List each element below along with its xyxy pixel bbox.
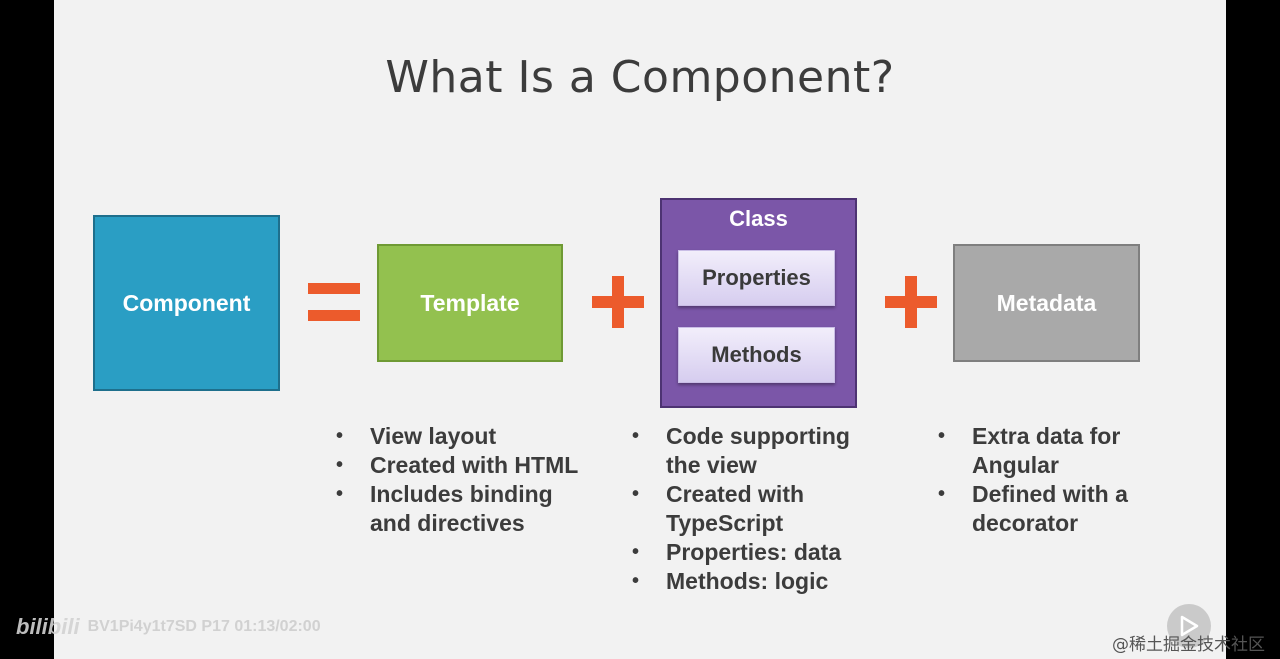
- properties-label: Properties: [702, 265, 811, 290]
- class-label: Class: [729, 206, 788, 231]
- list-item: Extra data for Angular: [938, 422, 1147, 480]
- list-item: Includes binding and directives: [336, 480, 570, 538]
- list-item: Created with HTML: [336, 451, 606, 480]
- play-icon[interactable]: [1167, 604, 1211, 648]
- slide-title: What Is a Component?: [385, 52, 895, 103]
- metadata-label: Metadata: [996, 289, 1097, 316]
- list-item: Methods: logic: [632, 567, 892, 596]
- methods-box: Methods: [678, 327, 835, 383]
- list-item: Created with TypeScript: [632, 480, 826, 538]
- metadata-box: Metadata: [953, 244, 1140, 362]
- plus-icon: [885, 276, 937, 328]
- video-watermark: bilibili BV1Pi4y1t7SD P17 01:13/02:00: [16, 614, 321, 640]
- video-info: BV1Pi4y1t7SD P17 01:13/02:00: [87, 618, 321, 635]
- class-bullets: Code supporting the view Created with Ty…: [632, 422, 892, 596]
- equals-icon: [308, 283, 360, 321]
- plus-icon: [592, 276, 644, 328]
- bilibili-logo: bilibili: [16, 614, 80, 639]
- properties-box: Properties: [678, 250, 835, 306]
- corner-watermark-text: @稀土掘金技术社区: [1112, 635, 1265, 655]
- list-item: Code supporting the view: [632, 422, 866, 480]
- list-item: Defined with a decorator: [938, 480, 1157, 538]
- component-box: Component: [93, 215, 280, 391]
- methods-label: Methods: [711, 342, 802, 367]
- template-box: Template: [377, 244, 563, 362]
- metadata-bullets: Extra data for Angular Defined with a de…: [938, 422, 1178, 538]
- slide: What Is a Component? Component Template …: [54, 0, 1226, 659]
- component-label: Component: [122, 289, 251, 316]
- template-bullets: View layout Created with HTML Includes b…: [336, 422, 606, 538]
- list-item: View layout: [336, 422, 606, 451]
- template-label: Template: [420, 289, 520, 316]
- list-item: Properties: data: [632, 538, 892, 567]
- class-box: Class Properties Methods: [660, 198, 857, 408]
